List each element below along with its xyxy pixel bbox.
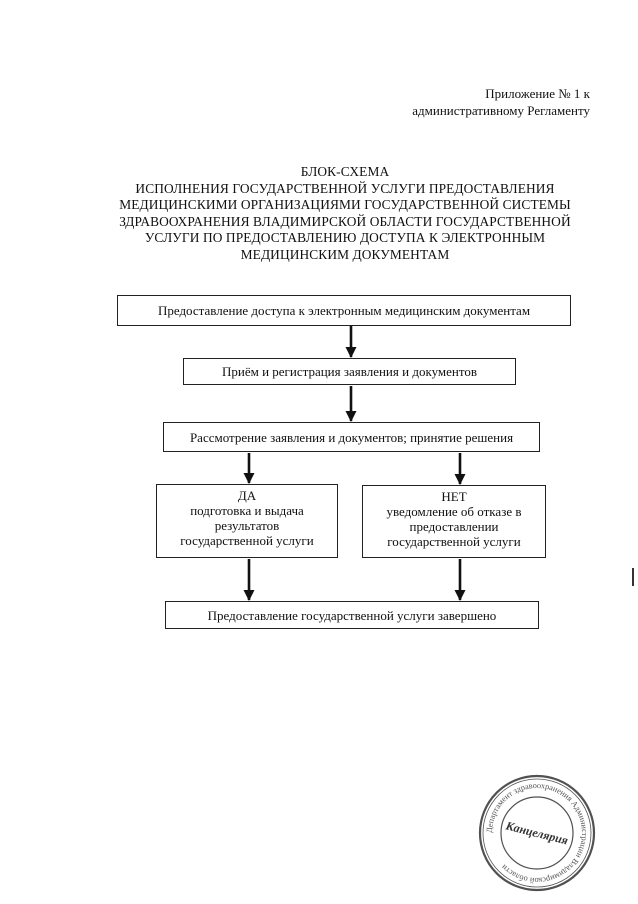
title-line-3: МЕДИЦИНСКИМИ ОРГАНИЗАЦИЯМИ ГОСУДАРСТВЕНН… [119,197,571,212]
no-line-1: уведомление об отказе в [386,504,522,519]
office-stamp-icon: Департамент здравоохранения Администраци… [478,774,596,892]
title-line-6: МЕДИЦИНСКИМ ДОКУМЕНТАМ [240,246,450,262]
margin-mark [632,568,634,586]
no-heading: НЕТ [441,489,467,504]
flow-step-registration: Приём и регистрация заявления и документ… [183,358,516,385]
arrowhead-6 [454,590,466,601]
appendix-line-1: Приложение № 1 к [485,86,590,101]
stamp-center-text: Канцелярия [503,818,569,847]
arrowhead-3 [243,473,255,484]
flow-step-registration-label: Приём и регистрация заявления и документ… [221,364,478,379]
flow-decision-yes: ДА подготовка и выдача результатов госуд… [156,484,338,558]
flow-step-access-label: Предоставление доступа к электронным мед… [157,303,531,318]
flow-step-final-label: Предоставление государственной услуги за… [207,607,497,623]
document-title: БЛОК-СХЕМА ИСПОЛНЕНИЯ ГОСУДАРСТВЕННОЙ УС… [90,164,600,263]
appendix-line-2: административному Регламенту [412,103,590,118]
flow-step-access: Предоставление доступа к электронным мед… [117,295,571,326]
arrowhead-1 [345,347,357,358]
flow-step-review: Рассмотрение заявления и документов; при… [163,422,540,452]
flow-decision-no: НЕТ уведомление об отказе в предоставлен… [362,485,546,558]
arrowhead-2 [345,411,357,422]
yes-heading: ДА [237,488,257,503]
appendix-note: Приложение № 1 к административному Регла… [412,85,590,119]
arrowhead-5 [243,590,255,601]
title-line-1: БЛОК-СХЕМА [300,164,390,179]
yes-line-3: государственной услуги [180,533,314,548]
yes-line-1: подготовка и выдача [190,503,304,518]
flow-step-final: Предоставление государственной услуги за… [165,601,539,629]
arrowhead-4 [454,474,466,485]
title-line-4: ЗДРАВООХРАНЕНИЯ ВЛАДИМИРСКОЙ ОБЛАСТИ ГОС… [119,213,571,229]
title-line-5: УСЛУГИ ПО ПРЕДОСТАВЛЕНИЮ ДОСТУПА К ЭЛЕКТ… [144,230,546,245]
title-line-2: ИСПОЛНЕНИЯ ГОСУДАРСТВЕННОЙ УСЛУГИ ПРЕДОС… [135,180,555,196]
flow-step-review-label: Рассмотрение заявления и документов; при… [189,429,514,445]
yes-line-2: результатов [214,518,280,533]
no-line-3: государственной услуги [387,534,521,549]
no-line-2: предоставлении [409,519,499,534]
